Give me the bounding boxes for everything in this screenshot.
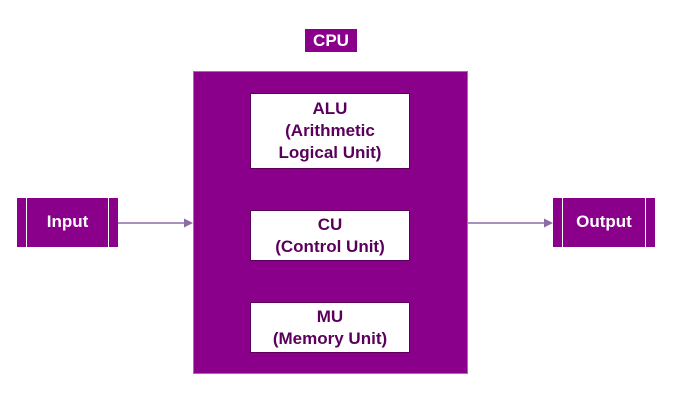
alu-box: ALU (Arithmetic Logical Unit) bbox=[250, 93, 410, 169]
output-box: Output bbox=[553, 198, 655, 247]
mu-description: (Memory Unit) bbox=[272, 328, 388, 348]
input-box: Input bbox=[17, 198, 118, 247]
input-to-cpu-arrow bbox=[118, 218, 193, 228]
cu-description: (Control Unit) bbox=[275, 236, 385, 256]
cu-label: CU bbox=[317, 214, 343, 234]
cu-box: CU (Control Unit) bbox=[250, 210, 410, 261]
alu-description-line2: Logical Unit) bbox=[278, 143, 382, 162]
alu-description-line1: (Arithmetic bbox=[285, 121, 375, 140]
mu-label: MU bbox=[316, 306, 344, 326]
input-label: Input bbox=[46, 212, 89, 231]
alu-label: ALU bbox=[312, 99, 348, 118]
cpu-title: CPU bbox=[305, 29, 357, 52]
cpu-to-output-arrow bbox=[468, 218, 553, 228]
output-label: Output bbox=[576, 212, 632, 231]
mu-box: MU (Memory Unit) bbox=[250, 302, 410, 353]
